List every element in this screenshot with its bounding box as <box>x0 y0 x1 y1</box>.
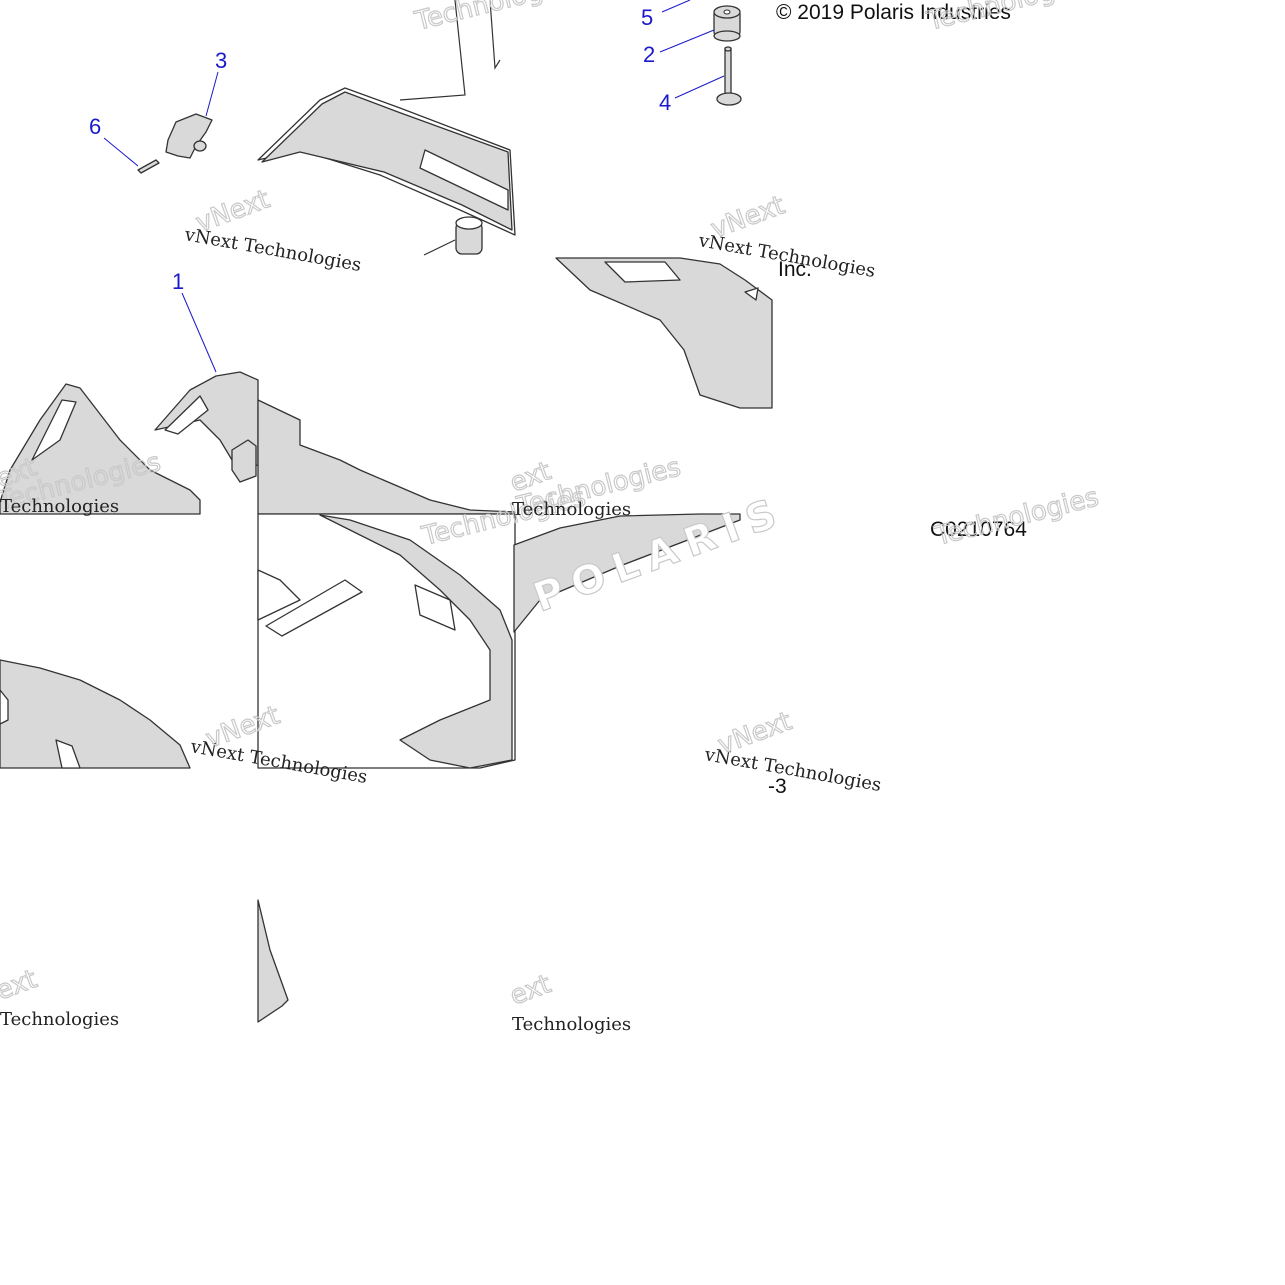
figure-code: C0210764 <box>930 518 1027 541</box>
bumper-right-end <box>555 257 773 409</box>
pin-head <box>716 92 742 106</box>
arm-slot <box>419 149 509 211</box>
watermark-ext-3: ext <box>0 964 41 1006</box>
watermark-small-1: Technologies <box>0 496 119 517</box>
center-slot <box>414 584 456 631</box>
watermark-technologies-4: Technologies <box>931 482 1101 552</box>
bumper-logo-strip <box>513 513 741 633</box>
watermark-small-2: Technologies <box>512 499 631 520</box>
bumper-right-tile <box>257 257 773 1023</box>
watermark-vne-1: vNext <box>192 184 274 238</box>
page-reference: -3 <box>768 775 787 798</box>
small-pin <box>137 159 160 174</box>
watermark-technologies-1: Technologies <box>411 0 581 37</box>
callout-1[interactable]: 1 <box>172 269 184 294</box>
leader-lines <box>103 0 725 373</box>
callout-4[interactable]: 4 <box>659 90 671 115</box>
copyright-notice: © 2019 Polaris Industries <box>776 1 1011 24</box>
watermark-small-3: Technologies <box>0 1009 119 1030</box>
front-arm-tile <box>257 0 516 256</box>
callout-labels: 5 2 4 3 6 1 <box>89 5 671 294</box>
center-label-plate <box>265 579 363 637</box>
cup-top <box>455 216 483 230</box>
bumper-side <box>0 383 201 515</box>
bumper-left-tile <box>0 371 259 515</box>
callout-5[interactable]: 5 <box>641 5 653 30</box>
pin-shaft <box>724 47 732 97</box>
watermark-ext-4: ext <box>506 969 555 1011</box>
bumper-center-top <box>257 399 516 515</box>
callout-2[interactable]: 2 <box>643 42 655 67</box>
watermark-small-4: Technologies <box>512 1014 631 1035</box>
callout-3[interactable]: 3 <box>215 48 227 73</box>
watermark-vne-2: vNext <box>707 190 789 244</box>
hardware-group <box>137 5 742 174</box>
callout-6[interactable]: 6 <box>89 114 101 139</box>
arm-surface <box>261 91 513 231</box>
bumper-center-tile <box>0 399 516 769</box>
copyright-suffix: Inc. <box>778 258 812 281</box>
clip-part <box>165 113 213 159</box>
